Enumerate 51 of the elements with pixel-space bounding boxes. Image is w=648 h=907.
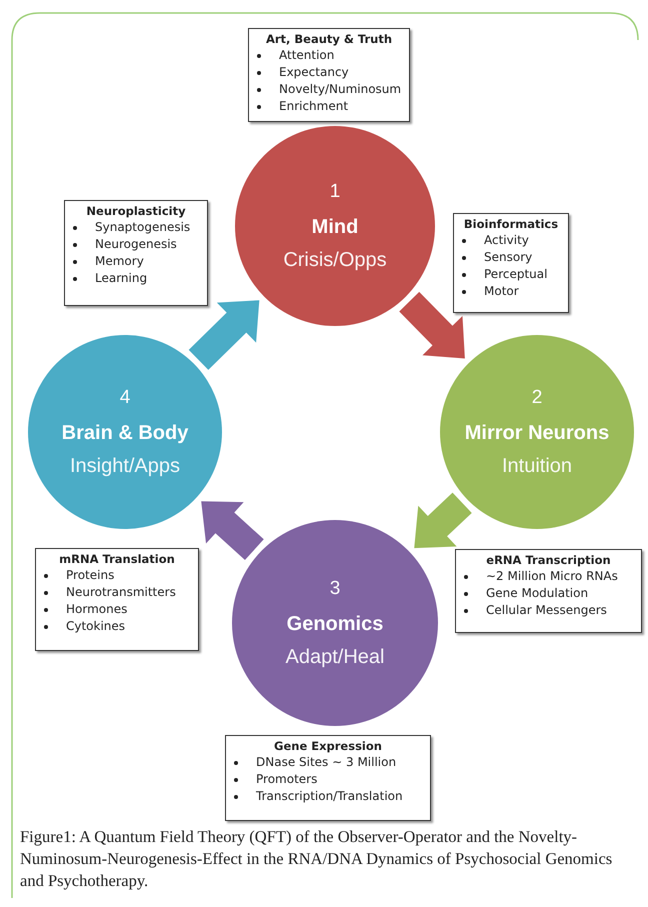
bullet-item: Sensory <box>484 249 532 266</box>
stage-subtitle: Crisis/Opps <box>283 248 387 272</box>
bullet-item: Synaptogenesis <box>95 219 190 236</box>
bullet-item: Neurogenesis <box>95 236 177 253</box>
bullet-item: Memory <box>95 253 144 270</box>
stage-subtitle: Intuition <box>502 454 572 478</box>
info-box <box>64 200 208 306</box>
block-arrow <box>399 292 465 358</box>
stage-number: 4 <box>120 386 130 408</box>
stage-subtitle: Adapt/Heal <box>286 646 384 668</box>
info-box <box>35 548 199 651</box>
info-box <box>455 549 642 633</box>
stage-title: Mirror Neurons <box>464 420 610 444</box>
bullet-item: Hormones <box>66 601 128 618</box>
block-arrow <box>201 501 264 560</box>
block-arrow <box>414 492 472 548</box>
bullet-item: Promoters <box>256 771 318 788</box>
bullet-item: Attention <box>279 47 334 64</box>
stage-number: 2 <box>532 386 542 408</box>
bullet-item: Enrichment <box>279 98 348 115</box>
block-arrow <box>188 300 260 370</box>
info-box <box>248 28 410 122</box>
bullet-item: Proteins <box>66 567 114 584</box>
bullet-item: Motor <box>484 283 519 300</box>
bullet-item: Novelty/Numinosum <box>279 81 402 98</box>
bullet-item: ~2 Million Micro RNAs <box>486 568 618 585</box>
stage-number: 1 <box>330 180 340 202</box>
stage-subtitle: Insight/Apps <box>70 454 180 478</box>
bullet-item: Perceptual <box>484 266 548 283</box>
info-box <box>225 735 431 821</box>
bullet-item: Neurotransmitters <box>66 584 176 601</box>
box-heading: Gene Expression <box>273 739 383 753</box>
box-heading: Art, Beauty & Truth <box>264 32 394 46</box>
stage-title: Genomics <box>286 612 384 636</box>
bullet-item: Expectancy <box>279 64 349 81</box>
bullet-item: Gene Modulation <box>486 585 588 602</box>
box-heading: Neuroplasticity <box>85 204 187 218</box>
figure-caption: Figure1: A Quantum Field Theory (QFT) of the Observer-Operator and the Novelty-Numinosum-Neurogenesis-Effect in the RNA/DNA Dynamics of Psychosocial Genomics and Psychotherapy. <box>20 826 614 892</box>
bullet-item: Transcription/Translation <box>256 788 403 805</box>
stage-title: Brain & Body <box>62 420 188 444</box>
bullet-item: DNase Sites ~ 3 Million <box>256 754 396 771</box>
stage-title: Mind <box>312 214 358 238</box>
box-heading: Bioinformatics <box>462 217 560 231</box>
bullet-item: Activity <box>484 232 529 249</box>
box-heading: mRNA Translation <box>58 552 176 566</box>
bullet-item: Learning <box>95 270 148 287</box>
bullet-item: Cellular Messengers <box>486 602 607 619</box>
stage-number: 3 <box>330 578 340 600</box>
bullet-item: Cytokines <box>66 618 126 635</box>
box-heading: eRNA Transcription <box>485 553 612 567</box>
info-box <box>453 213 569 313</box>
